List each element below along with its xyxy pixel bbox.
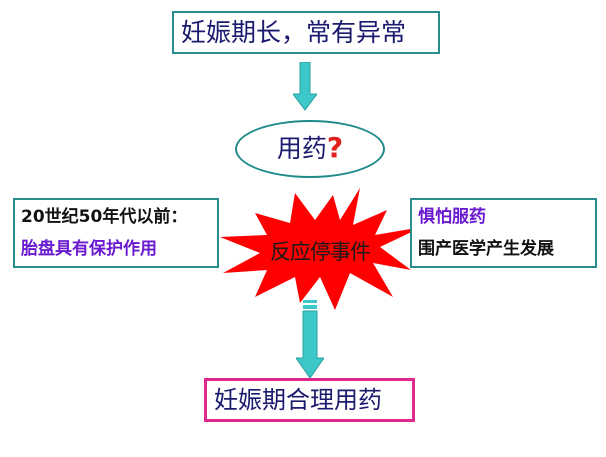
question-mark: ?: [326, 131, 344, 164]
striped-down-arrow-icon: [296, 300, 324, 379]
bottom-box: 妊娠期合理用药: [204, 378, 415, 422]
left-box: 20世纪50年代以前： 胎盘具有保护作用: [13, 198, 219, 268]
top-box-text: 妊娠期长，常有异常: [181, 18, 407, 47]
right-box-line2: 围产医学产生发展: [418, 239, 554, 259]
top-box: 妊娠期长，常有异常: [172, 11, 440, 54]
bottom-box-text: 妊娠期合理用药: [214, 386, 382, 414]
left-box-line1: 20世纪50年代以前：: [21, 207, 188, 227]
left-box-line2: 胎盘具有保护作用: [21, 239, 157, 259]
down-arrow-icon: [293, 62, 317, 111]
question-ellipse: 用药?: [235, 120, 385, 178]
starburst-shape: [220, 188, 422, 310]
starburst-label: 反应停事件: [270, 240, 371, 264]
ellipse-text: 用药: [276, 134, 327, 163]
right-box-line1: 惧怕服药: [418, 207, 486, 227]
right-box: 惧怕服药 围产医学产生发展: [410, 198, 597, 268]
